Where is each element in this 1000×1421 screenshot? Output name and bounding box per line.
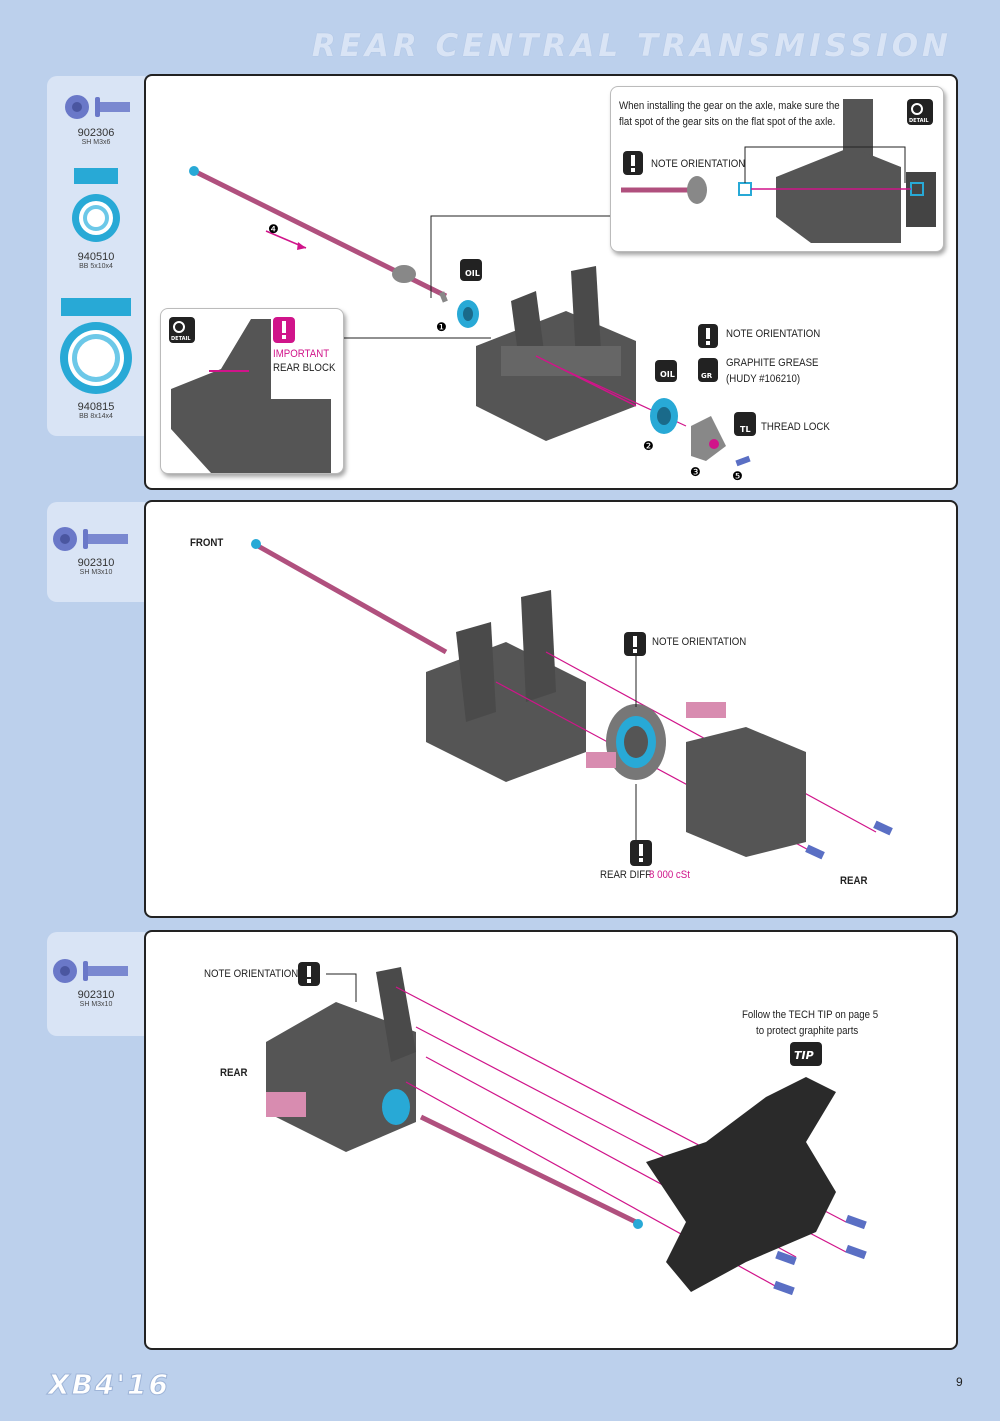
detail-note-line-1: When installing the gear on the axle, ma…: [619, 100, 840, 112]
rear-differential: [586, 702, 726, 780]
step3-panel: TIP NOTE ORIENTATION REAR Follow the TEC…: [144, 930, 958, 1350]
important-exclamation-icon: [630, 840, 652, 866]
svg-text:TL: TL: [740, 425, 751, 434]
diff-cover: [686, 727, 806, 857]
step2-panel: FRONT NOTE ORIENTATION REAR DIFF 8 000 c…: [144, 500, 958, 918]
detail-callout-rear-block: DETAIL IMPORTANT REAR BLOCK: [160, 308, 344, 474]
rear-block: [426, 590, 586, 782]
detail-magnifier-icon: DETAIL: [907, 99, 933, 125]
note-exclamation-icon: [623, 151, 643, 175]
note-orientation-label: NOTE ORIENTATION: [204, 968, 299, 980]
parts-column-step3: 902310 SH M3x10: [47, 932, 145, 1036]
button-head-screw-icon: [53, 527, 128, 551]
graphite-shock-tower: [646, 1077, 836, 1292]
rear-label: REAR: [220, 1067, 248, 1079]
svg-text:GR: GR: [701, 372, 713, 380]
button-head-screw-icon: [53, 959, 128, 983]
note-orientation-label: NOTE ORIENTATION: [651, 158, 746, 170]
graphite-grease-icon: GR: [698, 358, 718, 382]
brand-logo: XB4'16: [48, 1368, 170, 1402]
oil-icon: OIL: [655, 360, 677, 382]
svg-text:TIP: TIP: [794, 1049, 814, 1062]
part-940510: 940510 BB 5x10x4: [47, 166, 145, 271]
step-number-2: ❷: [643, 439, 654, 453]
step3-exploded-diagram: TIP: [266, 962, 867, 1296]
part-902306: 902306 SH M3x6: [47, 92, 145, 147]
thread-lock-icon: TL: [734, 412, 756, 436]
ball-bearing-icon: [72, 168, 120, 242]
button-head-screw-icon: [65, 95, 130, 119]
important-exclamation-icon: [273, 317, 295, 343]
rear-label: REAR: [840, 875, 868, 887]
front-label: FRONT: [190, 537, 224, 549]
important-label: IMPORTANT: [273, 348, 330, 360]
step1-exploded-diagram: ❶ ❷ ❸ ❹ ❺ OIL OIL GR TL: [189, 166, 756, 483]
rear-block: [476, 266, 637, 441]
tech-tip-line-1: Follow the TECH TIP on page 5: [742, 1009, 879, 1021]
note-orientation-label: NOTE ORIENTATION: [726, 328, 821, 340]
rear-diff-label: REAR DIFF: [600, 869, 652, 881]
graphite-grease-label: GRAPHITE GREASE: [726, 357, 819, 369]
detail-magnifier-icon: DETAIL: [169, 317, 195, 343]
step-number-4: ❹: [268, 222, 279, 236]
step2-exploded-diagram: [251, 539, 893, 866]
svg-text:OIL: OIL: [465, 269, 480, 278]
part-902310: 902310 SH M3x10: [47, 522, 145, 577]
page-number: 9: [956, 1375, 963, 1389]
page-title: REAR CENTRAL TRANSMISSION: [311, 28, 952, 64]
rear-block-assembly: [266, 967, 416, 1152]
hudy-part-label: (HUDY #106210): [726, 373, 801, 385]
part-940815: 940815 BB 8x14x4: [47, 296, 145, 421]
step1-panel: ❶ ❷ ❸ ❹ ❺ OIL OIL GR TL: [144, 74, 958, 490]
detail-note-line-2: flat spot of the gear sits on the flat s…: [619, 116, 836, 128]
step-number-1: ❶: [436, 320, 447, 334]
part-902310: 902310 SH M3x10: [47, 954, 145, 1009]
note-exclamation-icon: [624, 632, 646, 656]
rear-block-detail-diagram: DETAIL: [169, 317, 331, 473]
tip-icon: TIP: [790, 1042, 822, 1066]
svg-text:OIL: OIL: [660, 370, 675, 379]
step-number-3: ❸: [690, 465, 701, 479]
thread-lock-label: THREAD LOCK: [761, 421, 830, 433]
gear-axle-detail-diagram: DETAIL: [621, 99, 936, 243]
tech-tip-line-2: to protect graphite parts: [756, 1025, 859, 1037]
detail-callout-gear-flat-spot: DETAIL When installing the gear on the a…: [610, 86, 944, 252]
note-exclamation-icon: [698, 324, 718, 348]
ball-bearing-icon: [60, 298, 132, 394]
rear-block-label: REAR BLOCK: [273, 362, 336, 374]
svg-text:DETAIL: DETAIL: [171, 336, 191, 342]
step-number-5: ❺: [732, 469, 743, 483]
diff-oil-label: 8 000 cSt: [649, 869, 690, 881]
svg-text:DETAIL: DETAIL: [909, 118, 929, 124]
oil-icon: OIL: [460, 259, 482, 281]
parts-column-step1: 902306 SH M3x6 940510 BB 5x10x4 940815 B…: [47, 76, 145, 436]
note-orientation-label: NOTE ORIENTATION: [652, 636, 747, 648]
note-exclamation-icon: [298, 962, 320, 986]
parts-column-step2: 902310 SH M3x10: [47, 502, 145, 602]
